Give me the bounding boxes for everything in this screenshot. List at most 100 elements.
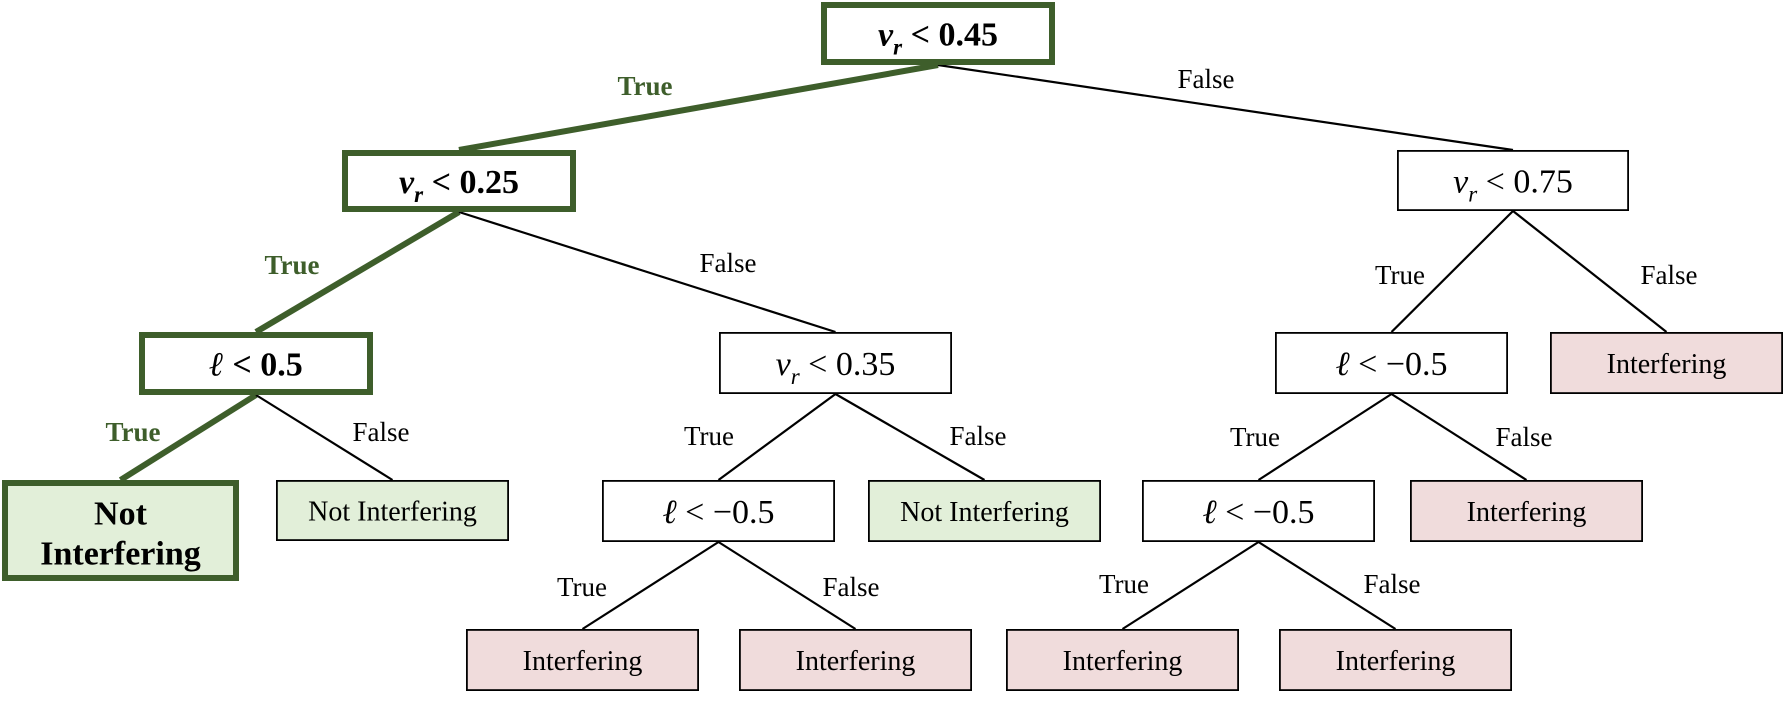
condition-variable: ℓ <box>662 494 676 531</box>
leaf-label: Interfering <box>1607 349 1727 380</box>
edge-n12-n16: True <box>1099 541 1260 630</box>
edge-n1-n2: True <box>458 62 939 153</box>
edge-n1-n3: False <box>937 63 1514 152</box>
condition-variable: ℓ <box>1202 494 1216 531</box>
node-box <box>1275 331 1509 394</box>
node-box <box>465 629 699 692</box>
edge-label-false: False <box>1641 260 1698 290</box>
condition-variable: v <box>776 346 792 383</box>
decision-node-n6: ℓ < −0.5 <box>1275 331 1509 394</box>
leaf-node-n15: Interfering <box>739 629 973 692</box>
edge-n5-n11: False <box>834 393 1007 481</box>
leaf-node-n13: Interfering <box>1410 479 1644 542</box>
edge-label-false: False <box>1178 64 1235 94</box>
decision-node-n12: ℓ < −0.5 <box>1142 479 1376 542</box>
edge-n4-n8: True <box>106 392 258 483</box>
condition-variable: ℓ <box>209 347 224 384</box>
edge-line <box>937 63 1514 152</box>
node-box <box>342 150 576 212</box>
edge-n2-n4: True <box>254 209 461 335</box>
edge-line <box>458 62 939 153</box>
edge-n3-n7: False <box>1512 210 1698 333</box>
node-box <box>868 479 1102 542</box>
node-box <box>602 479 836 542</box>
edge-label-false: False <box>353 417 410 447</box>
edge-label-true: True <box>618 71 673 101</box>
leaf-node-n11: Not Interfering <box>868 479 1102 542</box>
edge-line <box>118 392 258 483</box>
decision-node-n5: vr < 0.35 <box>719 331 953 394</box>
condition-label: ℓ < −0.5 <box>1335 346 1447 383</box>
condition-threshold: < 0.75 <box>1477 164 1573 201</box>
condition-variable: v <box>1453 164 1469 201</box>
node-box <box>821 2 1055 65</box>
leaf-label: Interfering <box>523 646 643 677</box>
decision-node-n1: vr < 0.45 <box>821 2 1055 65</box>
edge-line <box>255 394 394 481</box>
condition-threshold: < 0.5 <box>224 347 303 384</box>
condition-threshold: < −0.5 <box>1350 346 1448 383</box>
edge-line <box>834 393 986 481</box>
edge-label-false: False <box>950 421 1007 451</box>
condition-subscript: r <box>893 35 903 60</box>
leaf-label: Interfering <box>796 646 916 677</box>
condition-variable: ℓ <box>1335 346 1349 383</box>
leaf-node-n14: Interfering <box>465 629 699 692</box>
condition-label: ℓ < −0.5 <box>662 494 774 531</box>
decision-node-n2: vr < 0.25 <box>342 150 576 212</box>
node-box <box>739 629 973 692</box>
node-box <box>2 480 239 581</box>
condition-subscript: r <box>791 364 801 389</box>
edge-n5-n10: True <box>684 393 837 481</box>
edge-label-true: True <box>1099 569 1149 599</box>
edge-line <box>581 541 720 630</box>
condition-variable: v <box>878 17 894 54</box>
edge-label-true: True <box>1230 422 1280 452</box>
condition-variable: v <box>399 164 415 201</box>
leaf-node-n16: Interfering <box>1006 629 1240 692</box>
edge-n6-n12: True <box>1230 393 1393 481</box>
decision-node-n3: vr < 0.75 <box>1397 149 1630 211</box>
leaf-label: Interfering <box>1336 646 1456 677</box>
condition-label: ℓ < −0.5 <box>1202 494 1314 531</box>
condition-label: ℓ < 0.5 <box>209 347 302 384</box>
edge-n2-n5: False <box>458 210 836 334</box>
leaf-label: Interfering <box>1467 497 1587 528</box>
edge-label-false: False <box>1496 422 1553 452</box>
node-box <box>1550 331 1783 394</box>
condition-label: vr < 0.35 <box>776 346 896 389</box>
edge-n6-n13: False <box>1390 393 1553 481</box>
edge-line <box>1257 541 1397 630</box>
edge-label-true: True <box>684 421 734 451</box>
leaf-node-n17: Interfering <box>1279 629 1513 692</box>
edge-line <box>254 209 461 335</box>
edge-line <box>1121 541 1260 630</box>
leaf-label: Not Interfering <box>308 497 477 528</box>
edge-label-true: True <box>265 250 320 280</box>
edge-label-true: True <box>1375 260 1425 290</box>
condition-subscript: r <box>1468 182 1478 207</box>
edge-label-false: False <box>700 248 757 278</box>
node-box <box>1279 629 1513 692</box>
edge-label-false: False <box>823 572 880 602</box>
leaf-node-n7: Interfering <box>1550 331 1783 394</box>
condition-threshold: < 0.35 <box>800 346 896 383</box>
condition-label: vr < 0.45 <box>878 17 998 60</box>
condition-label: vr < 0.75 <box>1453 164 1573 207</box>
decision-node-n10: ℓ < −0.5 <box>602 479 836 542</box>
condition-subscript: r <box>414 182 424 207</box>
leaf-label: Not Interfering <box>900 497 1069 528</box>
leaf-node-n9: Not Interfering <box>275 479 509 541</box>
edge-line <box>1390 210 1514 333</box>
edge-line <box>717 393 837 481</box>
leaf-label: Interfering <box>1063 646 1183 677</box>
condition-threshold: < −0.5 <box>677 494 775 531</box>
edge-line <box>458 210 836 334</box>
node-box <box>1397 149 1630 211</box>
edge-line <box>1257 393 1393 481</box>
edge-n3-n6: True <box>1375 210 1514 333</box>
